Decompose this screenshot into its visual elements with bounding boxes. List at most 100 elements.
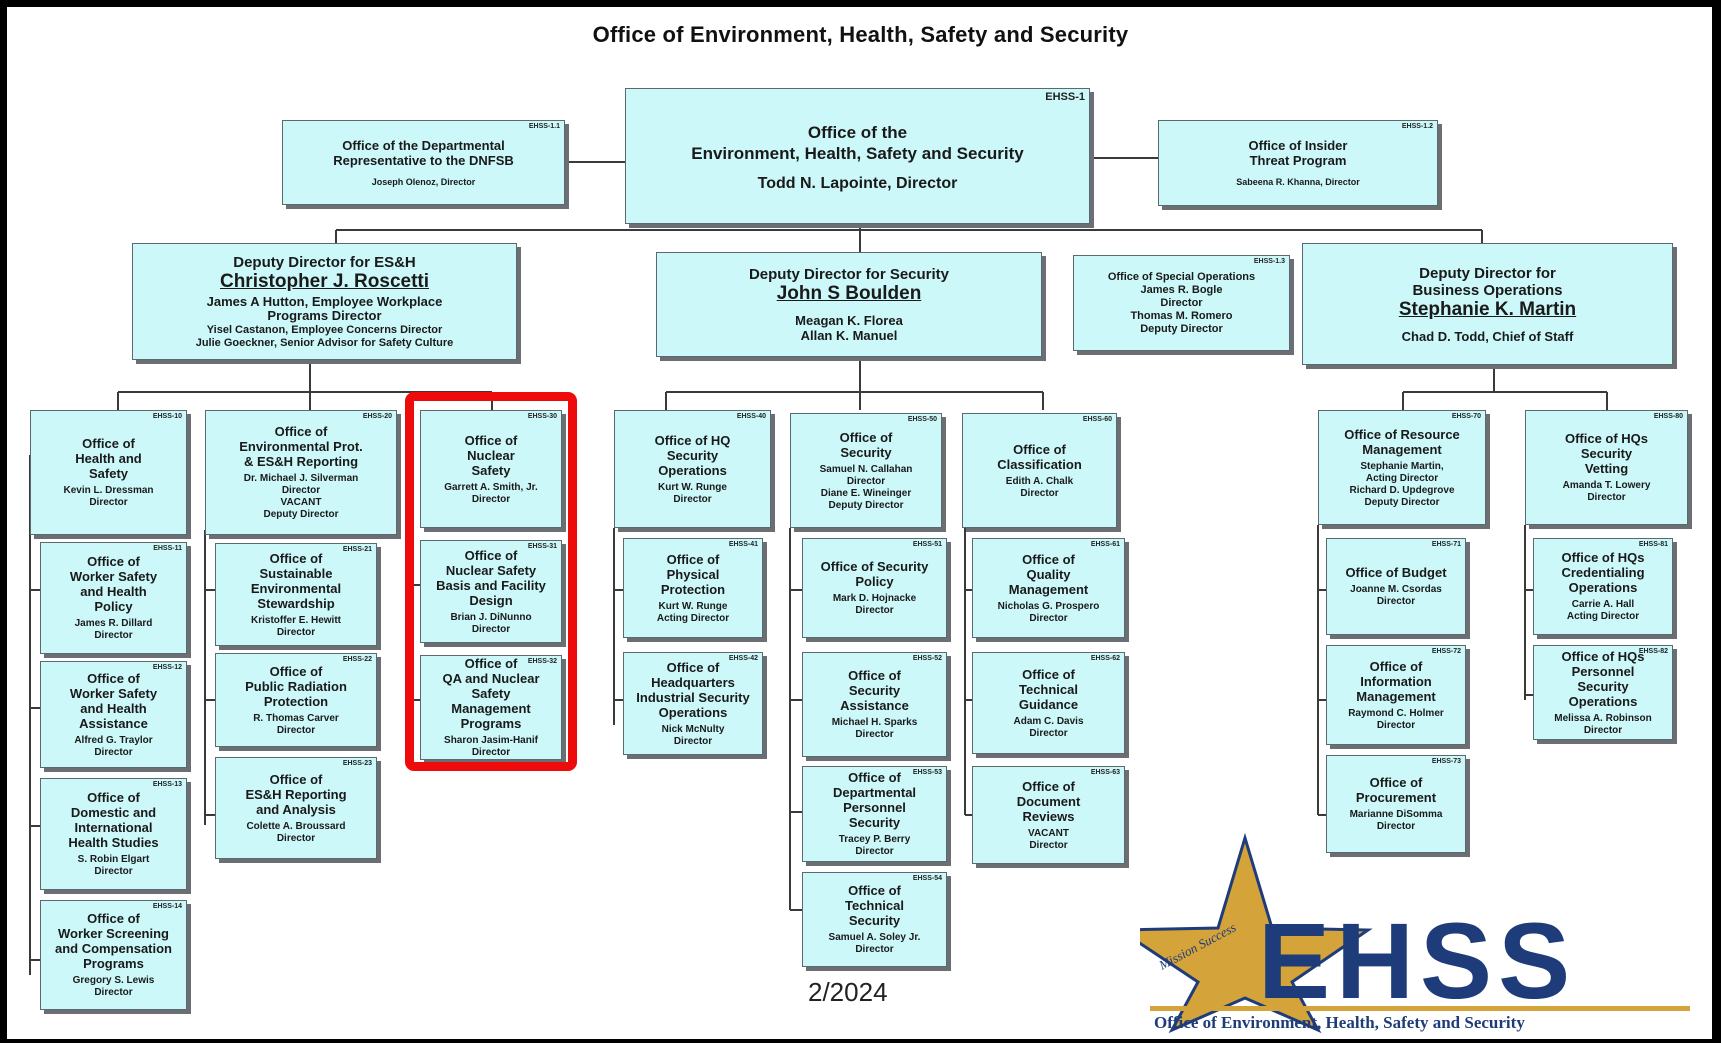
org-box-security-assistance: EHSS-52 Office of Security Assistance Mi…: [802, 652, 947, 757]
org-box-information-management: EHSS-72 Office of Information Management…: [1326, 645, 1466, 745]
org-box-title: Office of HQ Security Operations: [654, 432, 731, 478]
org-box-title: Office of Quality Management: [1008, 551, 1089, 597]
org-code: EHSS-70: [1451, 413, 1481, 420]
org-box-title: Office of Budget: [1345, 565, 1447, 580]
org-box-title: Deputy Director for Security: [748, 266, 950, 283]
star-icon: [1140, 832, 1373, 1034]
org-box-environmental-protection: EHSS-20 Office of Environmental Prot. & …: [205, 410, 397, 535]
org-box-person: Kevin L. Dressman Director: [63, 485, 154, 508]
org-code: EHSS-13: [152, 781, 182, 788]
org-code: EHSS-1.3: [1253, 258, 1285, 265]
org-box-health-studies: EHSS-13 Office of Domestic and Internati…: [40, 778, 187, 890]
org-box-radiation-protection: EHSS-22 Office of Public Radiation Prote…: [215, 653, 377, 747]
org-box-budget: EHSS-71 Office of Budget Joanne M. Csord…: [1326, 538, 1466, 635]
org-code: EHSS-1.2: [1401, 123, 1433, 130]
org-code: EHSS-1.1: [528, 123, 560, 130]
org-box-worker-safety-policy: EHSS-11 Office of Worker Safety and Heal…: [40, 542, 187, 654]
org-box-person: Kristoffer E. Hewitt Director: [250, 614, 341, 638]
org-box-title: Office of Special Operations: [1107, 270, 1256, 283]
org-box-title: Office of Classification: [997, 441, 1082, 472]
org-box-title: Office of Nuclear Safety: [464, 432, 518, 478]
org-code: EHSS-62: [1090, 655, 1120, 662]
org-box-leader: John S Boulden: [776, 283, 922, 304]
org-box-person: Sharon Jasim-Hanif Director: [444, 735, 538, 758]
org-box-title: Office of ES&H Reporting and Analysis: [245, 771, 347, 817]
org-box-person: Todd N. Lapointe, Director: [757, 175, 958, 192]
org-box-classification: EHSS-60 Office of Classification Edith A…: [962, 413, 1117, 528]
org-box-physical-protection: EHSS-41 Office of Physical Protection Ku…: [623, 538, 763, 638]
org-box-title: Office of Insider Threat Program: [1248, 138, 1348, 168]
org-box-leader: Stephanie K. Martin: [1398, 298, 1577, 320]
chart-title: Office of Environment, Health, Safety an…: [592, 22, 1129, 47]
org-box-title: Office of QA and Nuclear Safety Manageme…: [442, 656, 540, 731]
org-box-person: Brian J. DiNunno Director: [450, 611, 532, 635]
org-box-title: Office of Departmental Personnel Securit…: [832, 770, 917, 830]
org-box-title: Office of Nuclear Safety Basis and Facil…: [436, 547, 546, 608]
org-code: EHSS-30: [527, 413, 557, 420]
org-code: EHSS-14: [152, 903, 182, 910]
org-code: EHSS-60: [1082, 416, 1112, 423]
org-box-person: James R. Bogle Director Thomas M. Romero…: [1130, 283, 1233, 335]
org-box-procurement: EHSS-73 Office of Procurement Marianne D…: [1326, 755, 1466, 853]
org-box-title: Office of HQs Personnel Security Operati…: [1561, 648, 1645, 709]
org-box-title: Office of Worker Screening and Compensat…: [54, 911, 172, 971]
org-box-details: Chad D. Todd, Chief of Staff: [1401, 328, 1574, 344]
org-code: EHSS-11: [153, 545, 182, 552]
org-box-document-reviews: EHSS-63 Office of Document Reviews VACAN…: [972, 766, 1125, 864]
org-box-person: Joseph Olenoz, Director: [371, 176, 476, 187]
org-box-person: Marianne DiSomma Director: [1349, 809, 1443, 832]
org-box-nuclear-safety-basis: EHSS-31 Office of Nuclear Safety Basis a…: [420, 540, 562, 643]
org-code: EHSS-54: [912, 875, 942, 882]
org-box-resource-management: EHSS-70 Office of Resource Management St…: [1318, 410, 1486, 525]
org-code: EHSS-52: [912, 655, 942, 662]
org-box-person: Raymond C. Holmer Director: [1348, 707, 1444, 731]
org-box-person: Michael H. Sparks Director: [831, 717, 918, 740]
org-code: EHSS-41: [728, 541, 758, 548]
org-box-person: Alfred G. Traylor Director: [74, 734, 153, 758]
org-box-details: Meagan K. Florea Allan K. Manuel: [795, 313, 903, 343]
org-box-industrial-security: EHSS-42 Office of Headquarters Industria…: [623, 652, 763, 755]
org-box-person: Carrie A. Hall Acting Director: [1566, 599, 1640, 622]
org-box-title: Office of Information Management: [1356, 658, 1436, 704]
ehss-logo: Mission Success EHSS Office of Environme…: [1140, 832, 1690, 1034]
org-code: EHSS-81: [1638, 541, 1668, 548]
org-box-insider-threat: EHSS-1.2 Office of Insider Threat Progra…: [1158, 120, 1438, 206]
org-box-person: Amanda T. Lowery Director: [1562, 480, 1651, 503]
org-code: EHSS-80: [1653, 413, 1683, 420]
org-box-person: Joanne M. Csordas Director: [1350, 584, 1442, 607]
org-box-person: Kurt W. Runge Director: [658, 481, 727, 505]
org-box-title: Deputy Director for Business Operations: [1412, 264, 1563, 299]
org-box-title: Office of Security: [839, 429, 893, 460]
org-box-title: Office of Security Policy: [820, 559, 929, 589]
org-box-title: Office of Headquarters Industrial Securi…: [636, 659, 750, 720]
date-label: 2/2024: [808, 977, 888, 1007]
org-box-title: Office of the Departmental Representativ…: [333, 137, 514, 168]
org-box-person: Edith A. Chalk Director: [1005, 475, 1074, 499]
org-box-deputy-business: Deputy Director for Business Operations …: [1302, 243, 1673, 365]
org-box-details: Yisel Castanon, Employee Concerns Direct…: [195, 323, 454, 349]
org-box-title: Office of Worker Safety and Health Assis…: [69, 670, 158, 731]
org-code: EHSS-53: [912, 769, 942, 776]
org-box-nuclear-safety: EHSS-30 Office of Nuclear Safety Garrett…: [420, 410, 562, 528]
org-box-person: Kurt W. Runge Acting Director: [656, 600, 730, 624]
org-box-person: Nick McNulty Director: [661, 723, 725, 747]
org-box-worker-safety-assistance: EHSS-12 Office of Worker Safety and Heal…: [40, 661, 187, 768]
org-box-security-vetting: EHSS-80 Office of HQs Security Vetting A…: [1525, 410, 1688, 525]
org-code: EHSS-61: [1090, 541, 1120, 548]
org-box-person: Sabeena R. Khanna, Director: [1236, 177, 1360, 187]
org-box-person: Gregory S. Lewis Director: [72, 975, 155, 998]
org-box-person: Mark D. Hojnacke Director: [832, 593, 917, 616]
org-code: EHSS-12: [152, 664, 182, 671]
org-code: EHSS-42: [728, 655, 758, 662]
org-box-title: Office of Worker Safety and Health Polic…: [69, 554, 158, 614]
org-box-title: Office of Resource Management: [1344, 426, 1460, 457]
org-box-person: S. Robin Elgart Director: [77, 854, 150, 877]
org-code: EHSS-32: [527, 658, 557, 665]
org-box-title: Office of Physical Protection: [660, 551, 726, 597]
highlight-box: [405, 392, 577, 771]
org-box-security-policy: EHSS-51 Office of Security Policy Mark D…: [802, 538, 947, 638]
org-box-title: Office of Procurement: [1355, 775, 1437, 805]
org-box-person: James R. Dillard Director: [74, 618, 153, 641]
org-box-dnfsb: EHSS-1.1 Office of the Departmental Repr…: [282, 120, 565, 205]
org-code: EHSS-63: [1090, 769, 1120, 776]
